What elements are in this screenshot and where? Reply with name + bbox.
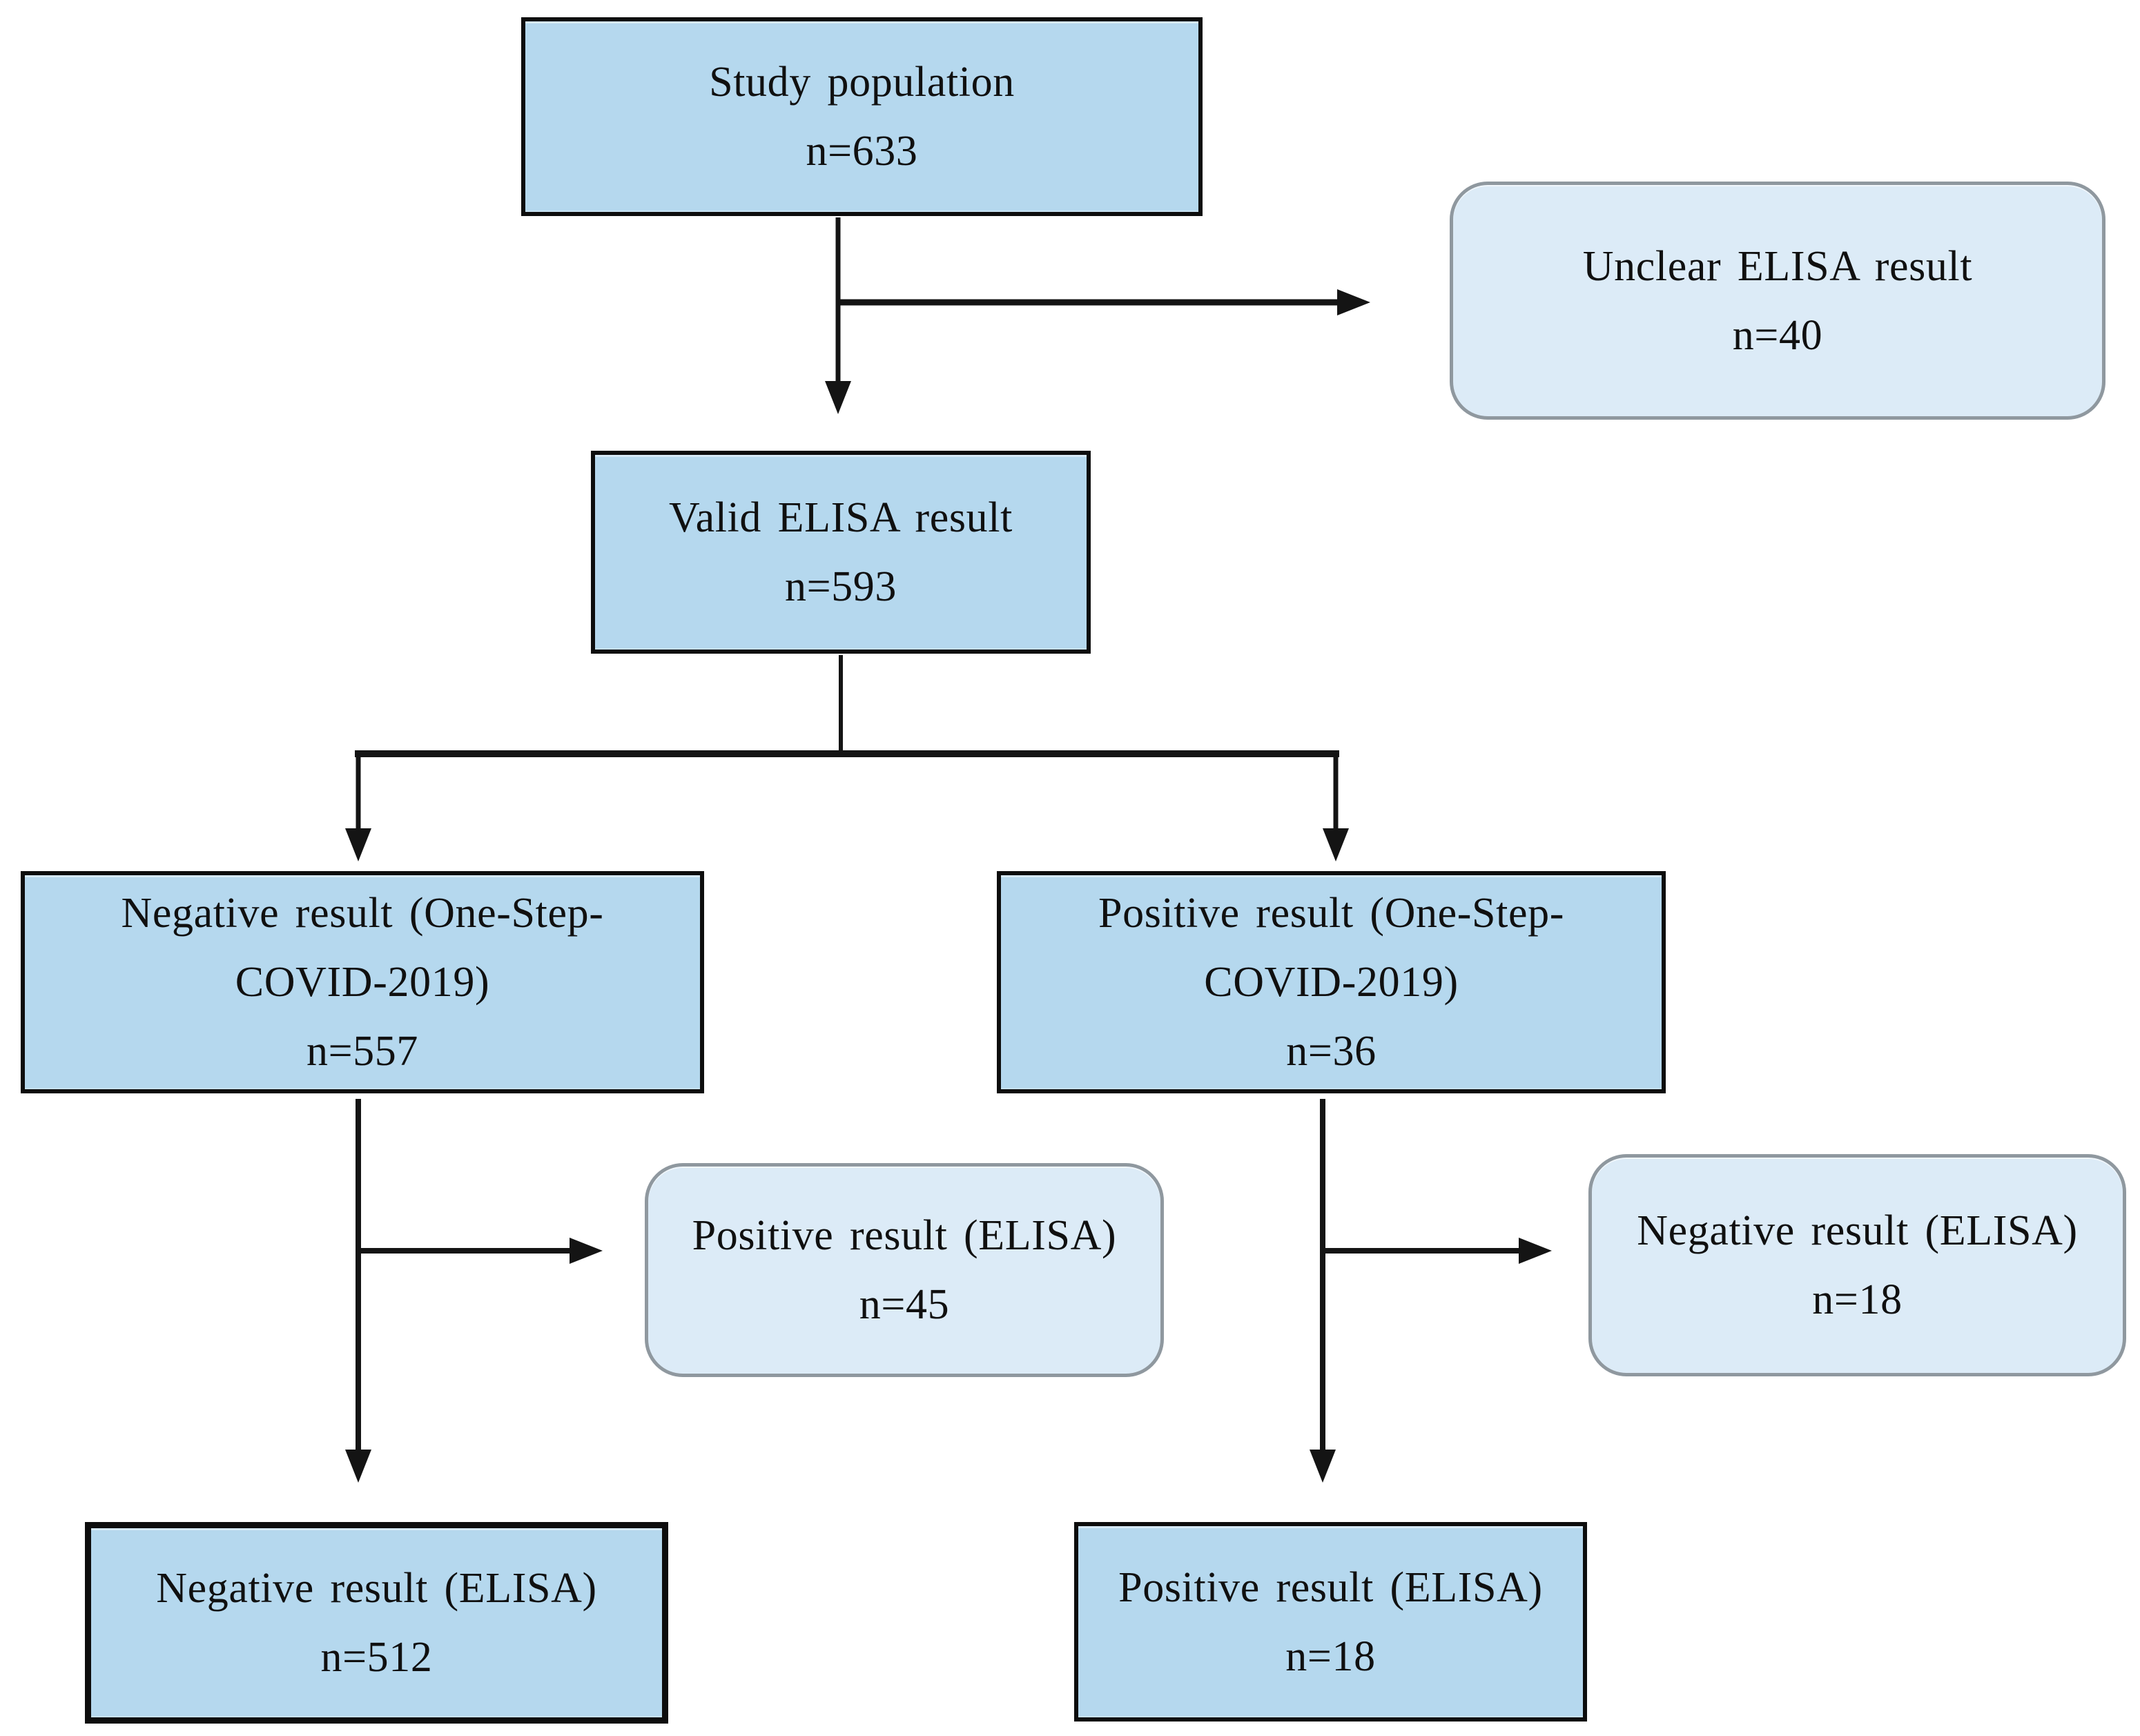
node-positive-elisa-mid: Positive result (ELISA) n=45 — [645, 1163, 1164, 1377]
node-negative-elisa-mid: Negative result (ELISA) n=18 — [1588, 1154, 2126, 1376]
node-label: Positive result (ELISA) — [1118, 1563, 1543, 1611]
node-positive-elisa-final: Positive result (ELISA) n=18 — [1074, 1522, 1587, 1722]
arrowhead-split-to-positive — [1323, 828, 1349, 861]
node-label-line2: COVID-2019) — [1204, 959, 1459, 1006]
node-negative-one-step: Negative result (One-Step- COVID-2019) n… — [21, 871, 704, 1093]
node-study-population: Study population n=633 — [521, 17, 1203, 216]
node-count: n=36 — [1286, 1028, 1377, 1075]
node-label: Positive result (ELISA) — [692, 1212, 1117, 1259]
arrowhead-positive-down — [1310, 1450, 1336, 1483]
node-label: Unclear ELISA result — [1582, 242, 1973, 290]
arrowhead-split-to-negative — [345, 828, 371, 861]
node-label-line1: Positive result (One-Step- — [1098, 890, 1564, 937]
node-valid-elisa-result: Valid ELISA result n=593 — [591, 451, 1091, 654]
node-label: Study population — [709, 59, 1015, 106]
node-count: n=45 — [859, 1281, 950, 1328]
node-count: n=633 — [806, 128, 918, 175]
arrowhead-positive-to-negative-elisa — [1519, 1238, 1552, 1264]
node-count: n=40 — [1732, 311, 1823, 359]
node-count: n=593 — [784, 563, 897, 610]
arrowhead-negative-to-positive-elisa — [570, 1238, 603, 1264]
node-unclear-elisa-result: Unclear ELISA result n=40 — [1450, 182, 2105, 420]
node-count: n=18 — [1285, 1632, 1376, 1680]
arrowhead-study-to-valid — [825, 381, 851, 414]
node-label: Negative result (ELISA) — [1637, 1207, 2078, 1254]
node-count: n=557 — [306, 1028, 419, 1075]
node-positive-one-step: Positive result (One-Step- COVID-2019) n… — [997, 871, 1666, 1093]
node-count: n=512 — [320, 1634, 433, 1681]
node-label-line2: COVID-2019) — [235, 959, 490, 1006]
node-negative-elisa-final: Negative result (ELISA) n=512 — [85, 1522, 668, 1724]
node-label-line1: Negative result (One-Step- — [121, 890, 604, 937]
arrowhead-negative-down — [345, 1450, 371, 1483]
node-label: Valid ELISA result — [669, 494, 1013, 541]
node-count: n=18 — [1812, 1276, 1903, 1323]
arrowhead-study-to-unclear — [1337, 289, 1370, 315]
node-label: Negative result (ELISA) — [156, 1565, 597, 1612]
